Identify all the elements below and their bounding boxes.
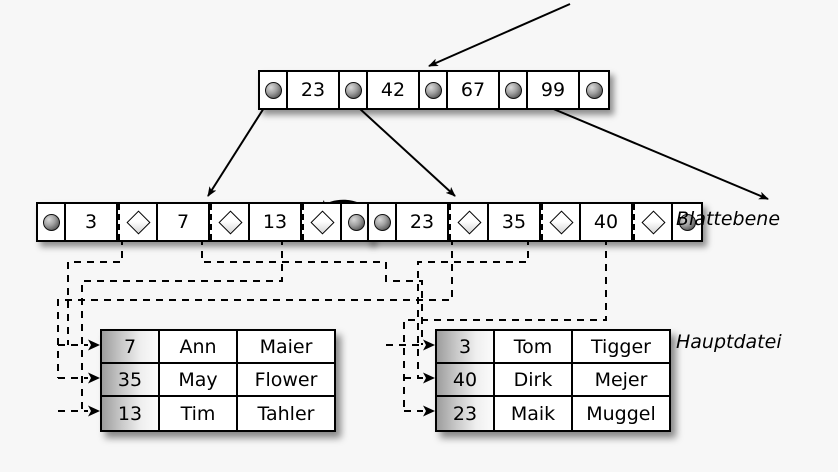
pointer-bullet-icon — [678, 213, 696, 231]
root-pointer-1[interactable] — [340, 72, 368, 108]
diamond-pointer-icon — [640, 209, 666, 235]
table-row[interactable]: 13 Tim Tahler — [102, 397, 334, 430]
label-main-file: Hauptdatei — [676, 331, 782, 353]
row-key: 35 — [102, 364, 160, 395]
leaf-right-record-pointer-2[interactable] — [633, 204, 673, 240]
row-key: 13 — [102, 397, 160, 430]
row-first-name: Tim — [160, 397, 238, 430]
pointer-bullet-icon — [344, 81, 362, 99]
table-row[interactable]: 3 Tom Tigger — [437, 331, 669, 364]
row-first-name: Tom — [495, 331, 573, 362]
row-first-name: May — [160, 364, 238, 395]
diamond-pointer-icon — [217, 209, 243, 235]
row-last-name: Maier — [238, 331, 334, 362]
root-pointer-4[interactable] — [580, 72, 608, 108]
leaf-right-record-pointer-0[interactable] — [449, 204, 489, 240]
leaf-left-record-pointer-1[interactable] — [210, 204, 250, 240]
leaf-left-prev-pointer[interactable] — [38, 204, 66, 240]
root-pointer-0[interactable] — [260, 72, 288, 108]
edge-root-ptr2 — [346, 96, 456, 197]
root-pointer-3[interactable] — [500, 72, 528, 108]
leaf-left-record-pointer-0[interactable] — [118, 204, 158, 240]
diamond-pointer-icon — [548, 209, 574, 235]
leaf-right-record-pointer-1[interactable] — [541, 204, 581, 240]
data-table-left[interactable]: 7 Ann Maier 35 May Flower 13 Tim Tahler — [100, 329, 336, 432]
leaf-node-left[interactable]: 3 7 13 — [36, 202, 372, 242]
leaf-left-key-1: 7 — [158, 204, 210, 240]
root-key-2: 67 — [448, 72, 500, 108]
leaf-left-next-pointer[interactable] — [342, 204, 370, 240]
root-key-1: 42 — [368, 72, 420, 108]
leaf-left-key-0: 3 — [66, 204, 118, 240]
row-last-name: Tigger — [573, 331, 669, 362]
pointer-bullet-icon — [504, 81, 522, 99]
row-first-name: Ann — [160, 331, 238, 362]
row-key: 7 — [102, 331, 160, 362]
root-key-0: 23 — [288, 72, 340, 108]
diamond-pointer-icon — [309, 209, 335, 235]
pointer-bullet-icon — [42, 213, 60, 231]
pointer-bullet-icon — [264, 81, 282, 99]
data-table-right[interactable]: 3 Tom Tigger 40 Dirk Mejer 23 Maik Mugge… — [435, 329, 671, 432]
root-index-node[interactable]: 23 42 67 99 — [258, 70, 610, 110]
row-last-name: Flower — [238, 364, 334, 395]
label-leaf-level: Blattebene — [676, 208, 781, 230]
root-key-3: 99 — [528, 72, 580, 108]
row-last-name: Tahler — [238, 397, 334, 430]
leaf-right-prev-pointer[interactable] — [369, 204, 397, 240]
root-pointer-2[interactable] — [420, 72, 448, 108]
leaf-right-key-1: 35 — [489, 204, 541, 240]
pointer-bullet-icon — [585, 81, 603, 99]
leaf-right-key-2: 40 — [581, 204, 633, 240]
row-key: 40 — [437, 364, 495, 395]
leaf-right-next-pointer[interactable] — [673, 204, 701, 240]
diamond-pointer-icon — [456, 209, 482, 235]
pointer-bullet-icon — [373, 213, 391, 231]
leaf-left-key-2: 13 — [250, 204, 302, 240]
leaf-left-record-pointer-2[interactable] — [302, 204, 342, 240]
table-row[interactable]: 40 Dirk Mejer — [437, 364, 669, 397]
row-key: 3 — [437, 331, 495, 362]
pointer-bullet-icon — [347, 213, 365, 231]
edge-root-to-left-leaf — [207, 99, 270, 197]
root-incoming-arrow — [428, 3, 571, 67]
table-row[interactable]: 7 Ann Maier — [102, 331, 334, 364]
table-row[interactable]: 23 Maik Muggel — [437, 397, 669, 430]
table-row[interactable]: 35 May Flower — [102, 364, 334, 397]
leaf-right-key-0: 23 — [397, 204, 449, 240]
row-last-name: Muggel — [573, 397, 669, 430]
row-first-name: Maik — [495, 397, 573, 430]
row-first-name: Dirk — [495, 364, 573, 395]
leaf-node-right[interactable]: 23 35 40 — [367, 202, 703, 242]
row-last-name: Mejer — [573, 364, 669, 395]
pointer-bullet-icon — [424, 81, 442, 99]
row-key: 23 — [437, 397, 495, 430]
diamond-pointer-icon — [125, 209, 151, 235]
